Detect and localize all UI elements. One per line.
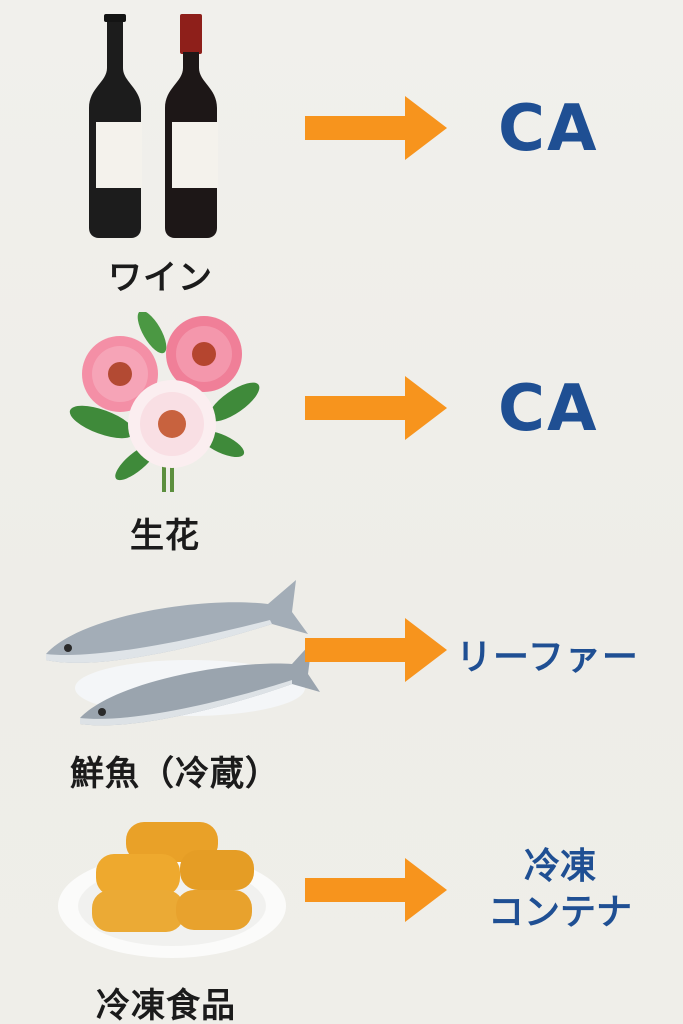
frozen-food-plate-icon: [58, 822, 286, 958]
row-frozen-food: 冷凍食品 冷凍 コンテナ: [0, 800, 683, 1024]
row-wine: ワイン CA: [0, 0, 683, 300]
item-label-wine: ワイン: [108, 258, 213, 298]
target-container-flowers: CA: [498, 372, 599, 446]
item-label-flowers: 生花: [130, 516, 200, 556]
target-line-2: コンテナ: [487, 892, 632, 933]
flower-bouquet-icon: [69, 312, 260, 492]
item-label-fish: 鮮魚（冷蔵）: [70, 754, 280, 794]
arrow-icon: [305, 858, 447, 922]
target-line-1: 冷凍: [523, 846, 596, 887]
row-fish: 鮮魚（冷蔵） リーファー: [0, 550, 683, 800]
target-container-frozen: 冷凍 コンテナ: [470, 844, 650, 936]
target-container-fish: リーファー: [456, 637, 639, 678]
arrow-icon: [305, 618, 447, 682]
arrow-icon: [305, 96, 447, 160]
fresh-fish-icon: [46, 580, 320, 726]
row-flowers: 生花 CA: [0, 300, 683, 556]
arrow-icon: [305, 376, 447, 440]
item-label-frozen-food: 冷凍食品: [96, 986, 236, 1024]
target-container-wine: CA: [498, 92, 599, 166]
wine-bottles-icon: [89, 14, 218, 238]
